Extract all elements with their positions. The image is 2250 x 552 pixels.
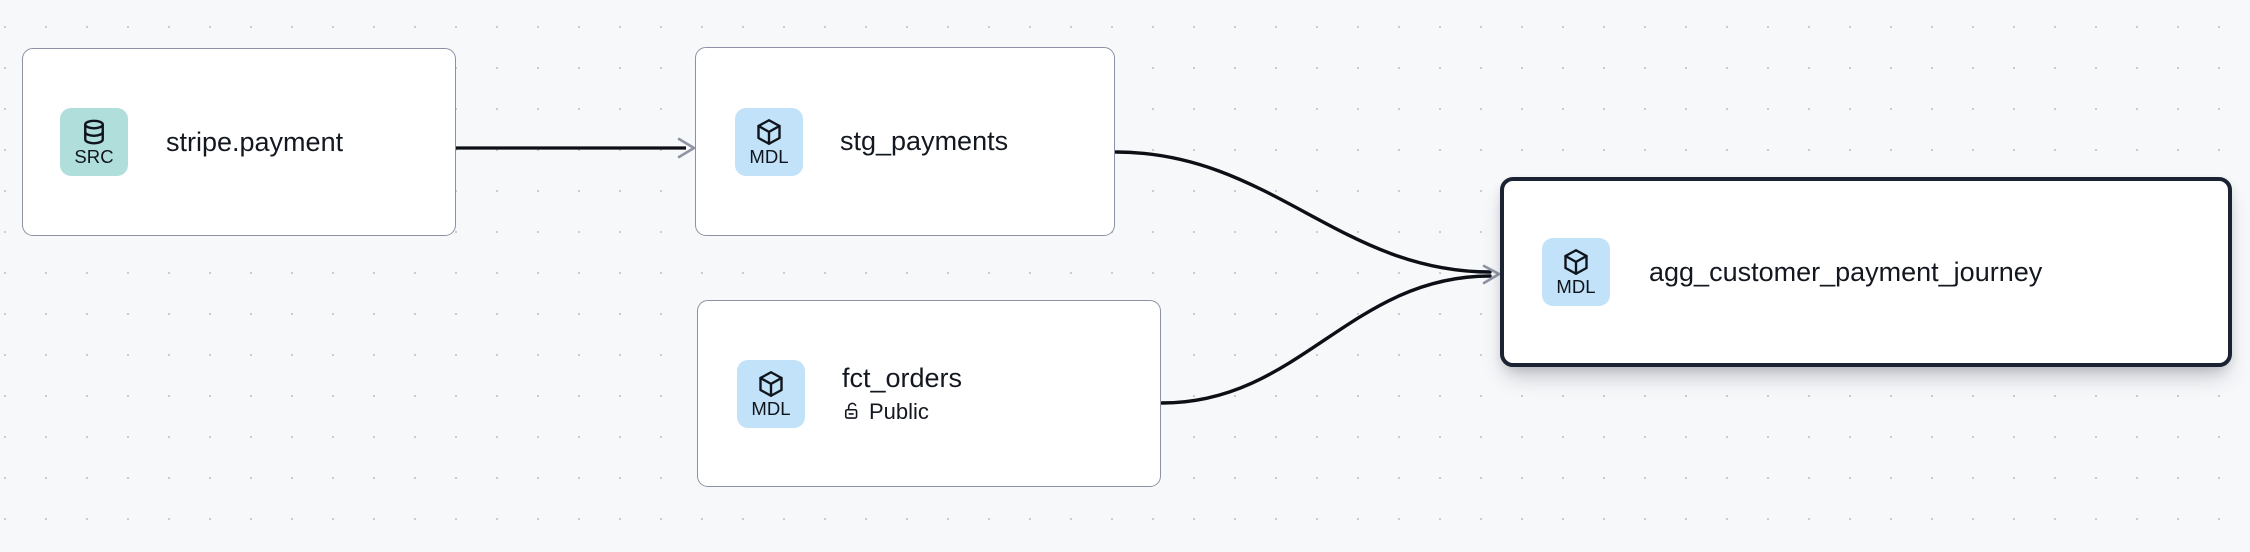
edge-fct-to-agg <box>1160 274 1492 405</box>
node-title: fct_orders <box>842 363 963 394</box>
unlock-icon <box>844 402 858 420</box>
node-visibility: Public <box>842 400 962 423</box>
lineage-node-stg-payments[interactable]: MDL stg_payments <box>695 47 1115 236</box>
node-visibility-label: Public <box>869 398 929 424</box>
lineage-node-stripe-payment[interactable]: SRC stripe.payment <box>22 48 456 236</box>
node-body: fct_orders Public <box>842 363 963 423</box>
source-badge: SRC <box>60 108 128 176</box>
source-badge-label: SRC <box>74 146 114 168</box>
model-badge-label: MDL <box>749 145 789 167</box>
arrow-head-agg <box>1482 264 1501 285</box>
cube-icon <box>759 370 783 397</box>
cube-icon <box>757 118 781 145</box>
model-badge: MDL <box>1542 238 1610 306</box>
model-badge-label: MDL <box>1556 276 1596 298</box>
model-badge-label: MDL <box>751 397 791 419</box>
node-title: agg_customer_payment_journey <box>1649 256 2043 287</box>
node-body: stripe.payment <box>166 126 344 157</box>
lineage-node-fct-orders[interactable]: MDL fct_orders Public <box>697 300 1161 487</box>
edge-stg-to-agg <box>1114 150 1492 274</box>
node-title: stripe.payment <box>166 126 344 157</box>
model-badge: MDL <box>737 359 805 428</box>
node-body: agg_customer_payment_journey <box>1649 256 2043 287</box>
database-icon <box>84 119 104 145</box>
edge-stripe-to-stg <box>456 137 696 159</box>
model-badge: MDL <box>735 107 803 176</box>
lineage-node-agg-customer-payment-journey[interactable]: MDL agg_customer_payment_journey <box>1500 177 2232 367</box>
node-body: stg_payments <box>840 126 1009 157</box>
node-title: stg_payments <box>840 126 1009 157</box>
cube-icon <box>1564 249 1588 276</box>
